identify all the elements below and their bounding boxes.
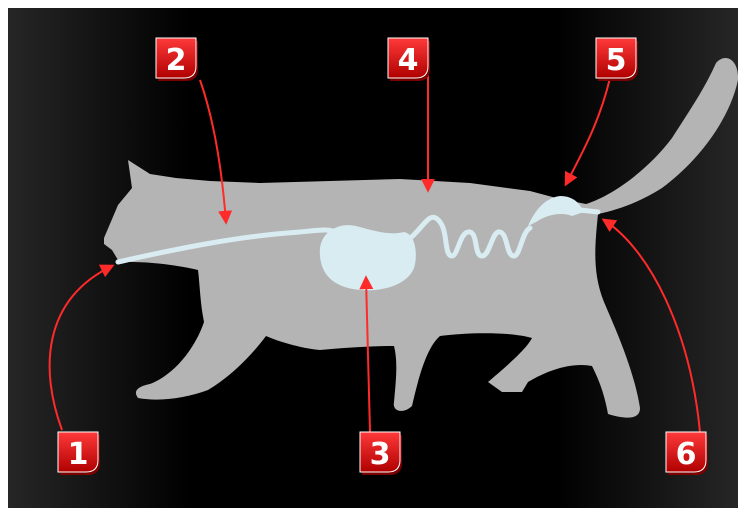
label-badge-2: 2 — [155, 37, 198, 81]
cat-silhouette-icon — [104, 58, 739, 418]
label-3-text: 3 — [370, 437, 391, 472]
label-badge-4: 4 — [387, 37, 430, 81]
label-badge-3: 3 — [359, 431, 402, 475]
small-intestine — [405, 214, 533, 259]
arrow-6 — [601, 218, 701, 433]
arrow-5 — [564, 77, 611, 187]
arrow-3 — [359, 275, 374, 433]
label-badge-6: 6 — [665, 431, 708, 475]
arrows — [48, 74, 701, 433]
label-5-text: 5 — [606, 43, 627, 78]
esophagus — [115, 227, 343, 265]
arrow-1 — [48, 264, 115, 431]
label-2-text: 2 — [166, 43, 187, 78]
label-4-text: 4 — [398, 43, 419, 78]
label-badge-1: 1 — [57, 431, 100, 475]
label-1-text: 1 — [68, 437, 89, 472]
label-badge-5: 5 — [595, 37, 638, 81]
arrow-2 — [199, 79, 233, 225]
large-intestine — [528, 196, 584, 226]
label-6-text: 6 — [676, 437, 697, 472]
stomach — [319, 225, 416, 291]
